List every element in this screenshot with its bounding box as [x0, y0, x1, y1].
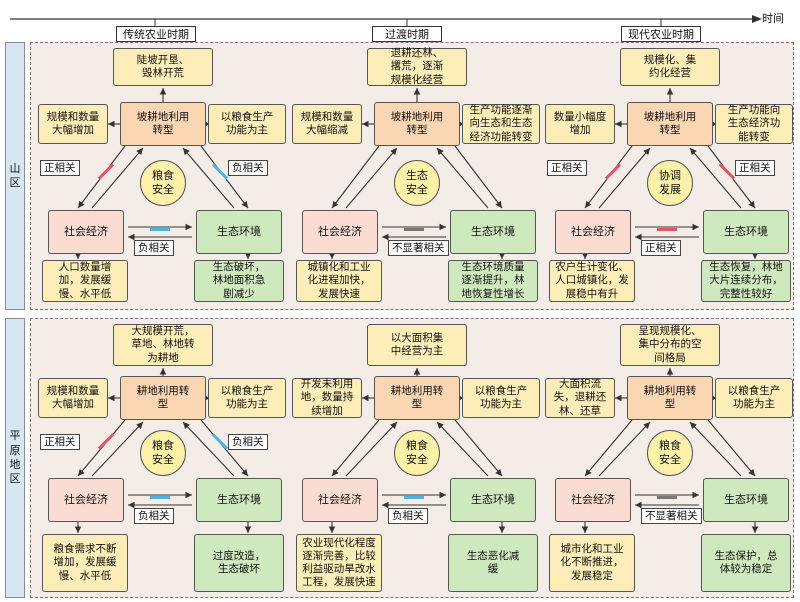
socio-note-box: 人口数量增 加，发展缓 慢、水平低 — [42, 260, 128, 302]
eco-environment-box: 生态环境 — [196, 210, 282, 254]
top-driver-box: 呈现规模化、 集中分布的空 间格局 — [620, 324, 720, 366]
socio-note-box: 农户生计变化、 人口城镇化，发 展稳中有升 — [549, 260, 635, 302]
scale-quantity-box: 规模和数量 大幅增加 — [38, 104, 108, 144]
socio-note-box: 城镇化和工业 化进程加快， 发展快速 — [296, 260, 382, 302]
bottom-relation-label: 不显著相关 — [388, 240, 449, 256]
scale-quantity-box: 规模和数量 大幅增加 — [38, 378, 108, 418]
region-label-plain: 平 原 地 区 — [5, 318, 25, 598]
bottom-relation-tick — [657, 496, 677, 499]
scale-quantity-box: 开发未利用 地，数量持 续增加 — [292, 378, 362, 418]
left-relation-label: 正相关 — [40, 434, 80, 450]
land-function-box: 以粮食生产 功能为主 — [715, 378, 793, 418]
eco-environment-box: 生态环境 — [703, 478, 789, 522]
eco-environment-box: 生态环境 — [450, 210, 536, 254]
security-circle: 粮食 安全 — [647, 430, 693, 476]
eco-note-box: 生态环境质量 逐渐提升，林 地恢复性增长 — [448, 260, 538, 302]
right-relation-label: 负相关 — [228, 434, 268, 450]
eco-note-box: 生态恶化减 缓 — [448, 534, 538, 592]
period-transition: 过渡时期 — [372, 26, 442, 42]
bottom-relation-label: 负相关 — [134, 508, 174, 524]
arrows-plain-1 — [328, 368, 506, 533]
security-circle: 粮食 安全 — [140, 160, 186, 206]
socio-note-box: 粮食需求不断 增加，发展缓 慢、水平低 — [42, 534, 128, 592]
socio-economic-box: 社会经济 — [302, 210, 378, 254]
bottom-relation-label: 负相关 — [134, 240, 174, 256]
scale-quantity-box: 数量小幅度 增加 — [545, 104, 615, 144]
land-use-transition-box: 耕地利用转 型 — [120, 376, 206, 420]
bottom-relation-tick — [404, 496, 424, 499]
land-use-transition-box: 坡耕地利用 转型 — [120, 102, 206, 146]
land-function-box: 以粮食生产 功能为主 — [462, 378, 540, 418]
bottom-relation-tick — [404, 228, 424, 231]
security-circle: 生态 安全 — [394, 160, 440, 206]
bottom-relation-label: 正相关 — [641, 240, 681, 256]
socio-economic-box: 社会经济 — [48, 478, 124, 522]
land-use-transition-box: 坡耕地利用 转型 — [627, 102, 713, 146]
scale-quantity-box: 规模和数量 大幅缩减 — [292, 104, 362, 144]
security-circle: 粮食 安全 — [394, 430, 440, 476]
timeline-axis — [10, 15, 762, 27]
top-driver-box: 陡坡开垦、 毁林开荒 — [113, 48, 213, 86]
land-function-box: 以粮食生产 功能为主 — [208, 104, 286, 144]
land-function-box: 生产功能逐渐 向生态和生态 经济功能转变 — [462, 104, 540, 144]
right-relation-label: 正相关 — [735, 160, 775, 176]
bottom-relation-tick — [150, 228, 170, 231]
bottom-relation-label: 不显著相关 — [641, 508, 702, 524]
eco-note-box: 生态保护，总 体较为稳定 — [701, 534, 791, 592]
top-driver-box: 规模化、集 约化经营 — [620, 48, 720, 86]
eco-note-box: 过度改造， 生态破坏 — [194, 534, 284, 592]
region-label-mountain: 山 区 — [5, 42, 25, 310]
scale-quantity-box: 大面积流 失，退耕还 林、还草 — [545, 378, 615, 418]
land-function-box: 以粮食生产 功能为主 — [208, 378, 286, 418]
eco-environment-box: 生态环境 — [196, 478, 282, 522]
arrows-mountain-1 — [328, 88, 506, 259]
security-circle: 粮食 安全 — [140, 430, 186, 476]
socio-economic-box: 社会经济 — [555, 210, 631, 254]
land-function-box: 生产功能向 生态经济功 能转变 — [715, 104, 793, 144]
left-relation-label: 正相关 — [40, 160, 80, 176]
arrows-plain-2 — [581, 368, 759, 533]
top-driver-box: 以大面积集 中经营为主 — [367, 324, 467, 366]
socio-note-box: 农业现代化程度 逐渐完善，比较 利益驱动旱改水 工程，发展快速 — [296, 534, 382, 592]
top-driver-box: 退耕还林、 撂荒，逐渐 规模化经营 — [367, 47, 467, 86]
period-traditional: 传统农业时期 — [116, 26, 196, 42]
land-use-transition-box: 坡耕地利用 转型 — [374, 102, 460, 146]
eco-environment-box: 生态环境 — [703, 210, 789, 254]
socio-economic-box: 社会经济 — [555, 478, 631, 522]
bottom-relation-label: 负相关 — [388, 508, 428, 524]
bottom-relation-tick — [657, 228, 677, 231]
period-modern: 现代农业时期 — [621, 26, 701, 42]
land-use-transition-box: 耕地利用转 型 — [374, 376, 460, 420]
bottom-relation-tick — [150, 496, 170, 499]
security-circle: 协调 发展 — [647, 160, 693, 206]
eco-note-box: 生态恢复，林地 大片连续分布， 完整性较好 — [701, 260, 791, 302]
right-relation-label: 负相关 — [228, 160, 268, 176]
eco-environment-box: 生态环境 — [450, 478, 536, 522]
top-driver-box: 大规模开荒， 草地、林地转 为耕地 — [113, 324, 213, 366]
socio-economic-box: 社会经济 — [302, 478, 378, 522]
arrows-mountain-0 — [74, 88, 252, 259]
eco-note-box: 生态破坏， 林地面积急 剧减少 — [194, 260, 284, 302]
socio-economic-box: 社会经济 — [48, 210, 124, 254]
left-relation-label: 正相关 — [547, 160, 587, 176]
land-use-transition-box: 耕地利用转 型 — [627, 376, 713, 420]
time-label: 时间 — [762, 12, 784, 25]
socio-note-box: 城市化和工业 化不断推进， 发展稳定 — [549, 534, 635, 592]
